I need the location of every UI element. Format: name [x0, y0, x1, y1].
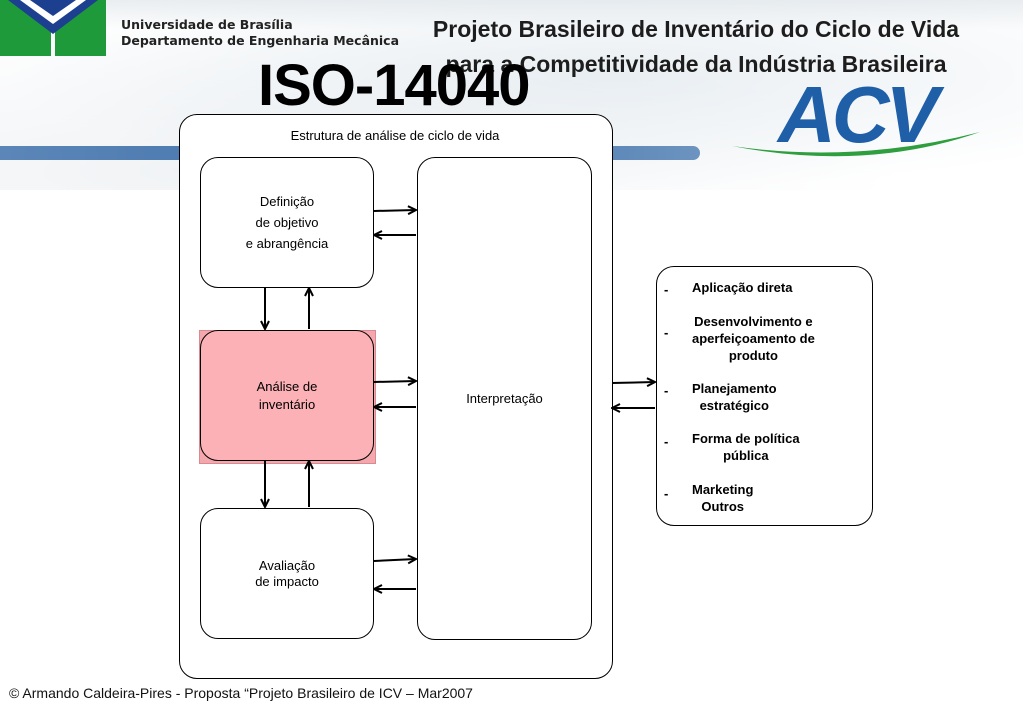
application-item: Desenvolvimento e aperfeiçoamento de pro… [692, 314, 815, 363]
interpretation-box: Interpretação [417, 157, 592, 640]
arrow-interp-to-app [611, 382, 655, 383]
acv-logo-text: ACV [776, 80, 945, 159]
goal-scope-box: Definição de objetivo e abrangência [200, 157, 374, 288]
application-dash: - [664, 282, 669, 297]
impact-assessment-label: Avaliação de impacto [255, 557, 319, 589]
project-title-line1: Projeto Brasileiro de Inventário do Cicl… [432, 16, 960, 42]
application-dash: - [664, 383, 669, 398]
application-dash: - [664, 434, 669, 449]
unb-logo [0, 0, 106, 56]
interpretation-label: Interpretação [466, 391, 543, 406]
university-name: Universidade de Brasília Departamento de… [121, 17, 399, 49]
acv-logo: ACV [732, 80, 980, 159]
application-dash: - [664, 486, 669, 501]
inventory-analysis-box: Análise de inventário [200, 330, 374, 461]
project-title: Projeto Brasileiro de Inventário do Cicl… [390, 12, 1002, 82]
application-item: Forma de política pública [692, 431, 800, 463]
department-line: Departamento de Engenharia Mecânica [121, 33, 400, 48]
page-title: ISO-14040 [258, 53, 531, 118]
framework-caption: Estrutura de análise de ciclo de vida [290, 128, 500, 143]
university-line: Universidade de Brasília [121, 17, 293, 32]
application-item: Aplicação direta [692, 280, 793, 295]
impact-assessment-box: Avaliação de impacto [200, 508, 374, 639]
footer-copyright: © Armando Caldeira-Pires - Proposta “Pro… [9, 685, 473, 701]
inventory-analysis-label: Análise de inventário [256, 378, 318, 412]
applications-box: - Aplicação direta - Desenvolvimento e a… [656, 266, 873, 526]
application-item: Marketing Outros [692, 482, 754, 514]
application-item: Planejamento estratégico [692, 381, 777, 413]
application-dash: - [664, 325, 669, 340]
project-title-line2: para a Competitividade da Indústria Bras… [445, 51, 947, 77]
goal-scope-label: Definição de objetivo e abrangência [245, 194, 329, 251]
